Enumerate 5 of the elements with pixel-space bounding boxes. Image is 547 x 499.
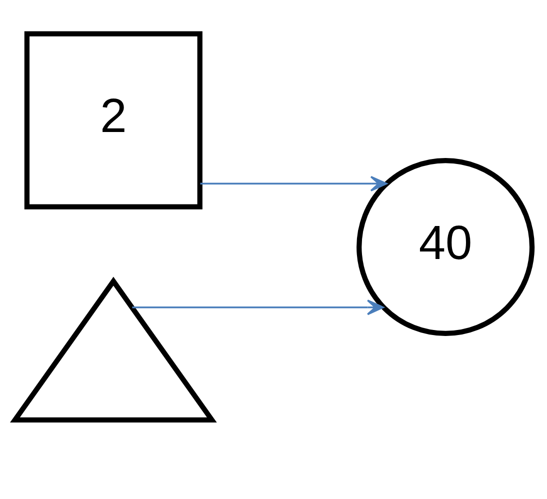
node-circle: 40	[356, 157, 535, 336]
arrow	[200, 175, 388, 191]
node-triangle	[10, 276, 217, 422]
node-box: 2	[24, 30, 202, 209]
arrow	[132, 299, 384, 315]
